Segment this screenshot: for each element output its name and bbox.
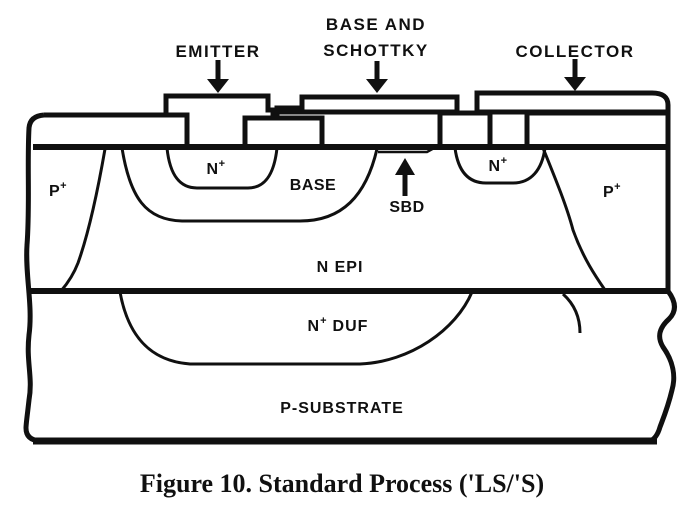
n-plus-collector-boundary bbox=[453, 147, 547, 185]
base-arrow-head bbox=[366, 79, 388, 93]
oxide-block-small bbox=[437, 110, 493, 147]
oxide-block-middle bbox=[242, 115, 325, 147]
sbd-arrow bbox=[395, 158, 415, 196]
p-plus-left-label: P+ bbox=[49, 180, 67, 200]
device-left-edge bbox=[23, 112, 45, 444]
n-duf-label-base: N bbox=[308, 318, 321, 335]
collector-arrow-head bbox=[564, 77, 586, 91]
sbd-label: SBD bbox=[389, 199, 424, 216]
p-substrate-label: P-SUBSTRATE bbox=[280, 400, 404, 417]
sbd-arrow-head bbox=[395, 158, 415, 175]
n-plus-emitter-label-sup: + bbox=[219, 158, 226, 170]
p-plus-right-label-base: P bbox=[603, 184, 614, 201]
collector-arrow bbox=[564, 59, 586, 91]
p-plus-right-boundary bbox=[541, 147, 607, 291]
n-duf-label: N+ DUF bbox=[308, 315, 369, 335]
collector-label: COLLECTOR bbox=[516, 42, 635, 61]
p-plus-left-label-sup: + bbox=[60, 180, 67, 192]
collector-metal bbox=[474, 90, 671, 115]
field-oxide-left bbox=[44, 112, 190, 147]
p-plus-right-label: P+ bbox=[603, 181, 621, 201]
base-schottky-label-line2: SCHOTTKY bbox=[323, 41, 429, 60]
p-plus-left-label-base: P bbox=[49, 183, 60, 200]
n-plus-emitter-boundary bbox=[165, 147, 279, 190]
n-plus-collector-label-base: N bbox=[489, 158, 501, 175]
base-schottky-metal bbox=[274, 94, 460, 118]
base-schottky-arrow bbox=[366, 61, 388, 93]
n-plus-emitter-label: N+ bbox=[207, 158, 226, 178]
n-duf-label-sup: + bbox=[320, 315, 327, 327]
n-duf-label-rest: DUF bbox=[333, 318, 369, 335]
p-plus-right-substrate-flare bbox=[561, 292, 582, 334]
emitter-label: EMITTER bbox=[175, 42, 260, 61]
base-region-label: BASE bbox=[290, 177, 336, 194]
base-schottky-label-line1: BASE AND bbox=[326, 15, 426, 34]
n-plus-collector-label-sup: + bbox=[501, 155, 508, 167]
emitter-arrow bbox=[207, 60, 229, 93]
n-epi-label: N EPI bbox=[317, 259, 364, 276]
field-oxide-right bbox=[524, 110, 671, 147]
device-right-edge-lower bbox=[648, 289, 677, 444]
base-region-boundary bbox=[120, 147, 379, 223]
p-plus-right-label-sup: + bbox=[614, 181, 621, 193]
sbd-contact-line bbox=[378, 145, 437, 154]
p-plus-left-boundary bbox=[59, 148, 107, 292]
figure-caption: Figure 10. Standard Process ('LS/'S) bbox=[140, 469, 544, 498]
n-duf-buried-layer-boundary bbox=[118, 291, 474, 366]
emitter-metal bbox=[163, 93, 276, 118]
n-plus-emitter-label-base: N bbox=[207, 161, 219, 178]
n-plus-collector-label: N+ bbox=[489, 155, 508, 175]
emitter-arrow-head bbox=[207, 79, 229, 93]
